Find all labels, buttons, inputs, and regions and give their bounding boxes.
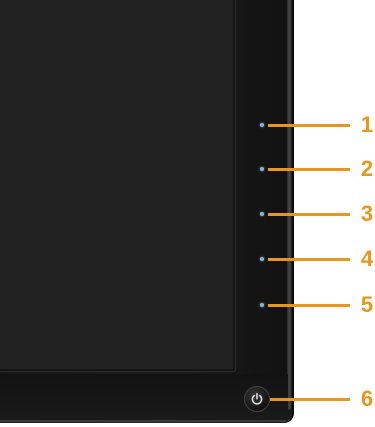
callout-line-1: [268, 124, 350, 127]
bezel-bottom-edge: [0, 420, 286, 422]
bezel-bottom: [0, 374, 288, 420]
button-4-led[interactable]: [260, 257, 264, 261]
power-icon: [251, 392, 263, 405]
callout-number-1: 1: [360, 112, 374, 137]
button-1-led[interactable]: [260, 123, 264, 127]
button-3-led[interactable]: [260, 212, 264, 216]
callout-number-2: 2: [360, 156, 374, 181]
power-button[interactable]: [244, 386, 270, 412]
callout-line-2: [268, 168, 350, 171]
callout-number-3: 3: [360, 201, 374, 226]
callout-number-5: 5: [360, 292, 374, 317]
callout-line-4: [268, 258, 350, 261]
button-2-led[interactable]: [260, 167, 264, 171]
monitor-screen: [0, 0, 236, 372]
button-5-led[interactable]: [260, 303, 264, 307]
callout-number-6: 6: [360, 386, 374, 411]
callout-line-5: [268, 304, 350, 307]
callout-number-4: 4: [360, 246, 374, 271]
callout-line-3: [268, 213, 350, 216]
callout-line-6: [270, 398, 350, 401]
bezel-edge: [287, 0, 292, 410]
